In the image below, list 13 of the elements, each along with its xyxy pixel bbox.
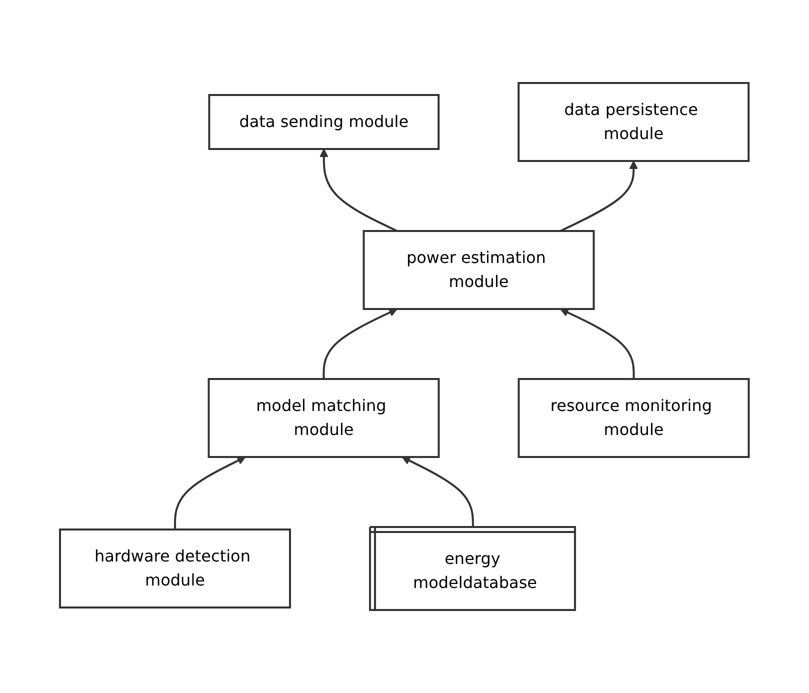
- node-text: energy modeldatabase: [413, 549, 538, 592]
- node-box: resource monitoring module: [518, 378, 750, 458]
- arrow: [560, 308, 635, 379]
- arrow: [322, 308, 398, 379]
- node-box: data sending module: [208, 94, 440, 150]
- node-box: model matching module: [208, 378, 440, 458]
- arrow: [320, 148, 398, 232]
- node-box: hardware detection module: [59, 528, 292, 608]
- arrow: [560, 160, 638, 232]
- node-box: power estimation module: [362, 230, 595, 310]
- arrow: [402, 456, 474, 528]
- arrow: [174, 456, 246, 530]
- node-box: data persistence module: [518, 82, 750, 162]
